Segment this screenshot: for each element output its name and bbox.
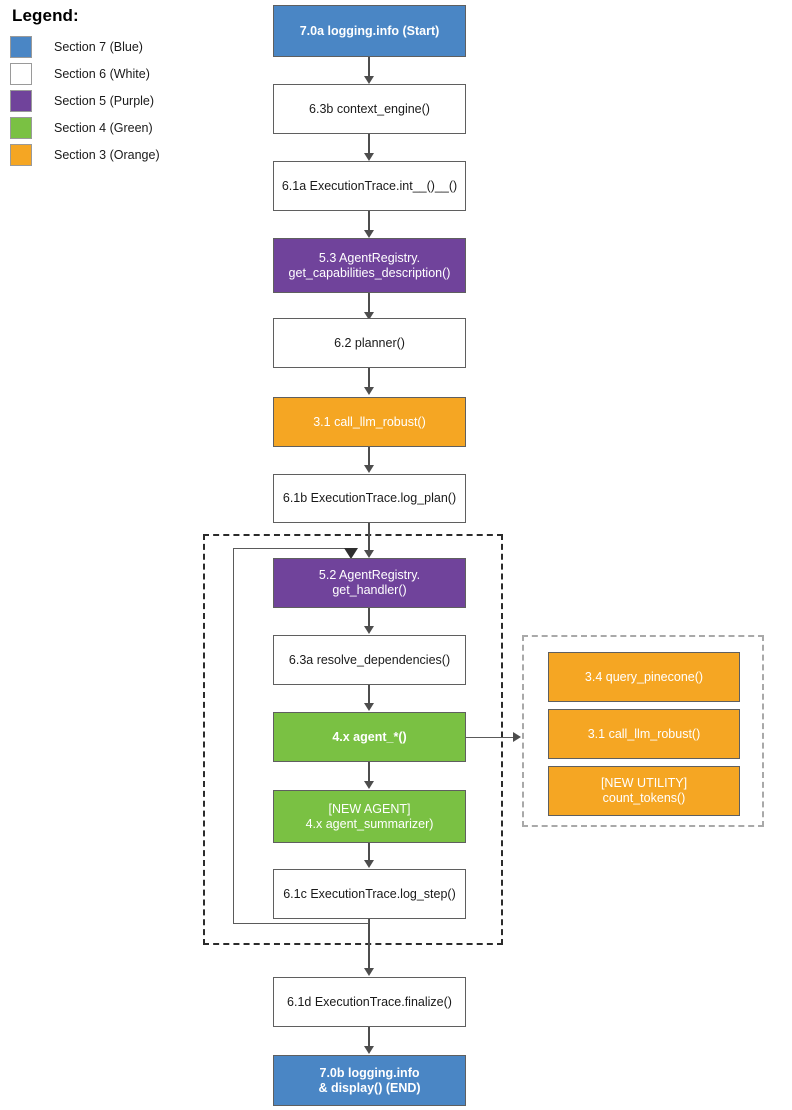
node-agent-summarizer[interactable]: [NEW AGENT] 4.x agent_summarizer) — [273, 790, 466, 843]
arrowhead-llm — [364, 387, 374, 395]
node-resolve-dependencies[interactable]: 6.3a resolve_dependencies() — [273, 635, 466, 685]
arrowhead-planner — [364, 312, 374, 320]
node-count-tokens[interactable]: [NEW UTILITY] count_tokens() — [548, 766, 740, 816]
node-call-llm-robust-primary-label: 3.1 call_llm_robust() — [313, 414, 426, 429]
legend-item-section-6: Section 6 (White) — [10, 60, 240, 87]
loopback-segment-bottom — [233, 923, 369, 924]
node-agent-star-label: 4.x agent_*() — [332, 729, 407, 744]
legend-label-section-6: Section 6 (White) — [54, 66, 150, 81]
node-execution-trace-init-label: 6.1a ExecutionTrace.int__()__() — [281, 178, 458, 193]
arrowhead-finalize — [364, 968, 374, 976]
node-agent-registry-capabilities[interactable]: 5.3 AgentRegistry. get_capabilities_desc… — [273, 238, 466, 293]
node-execution-trace-init[interactable]: 6.1a ExecutionTrace.int__()__() — [273, 161, 466, 211]
legend-swatch-purple — [10, 89, 32, 112]
node-start-label: 7.0a logging.info (Start) — [299, 23, 440, 38]
node-agent-registry-get-handler[interactable]: 5.2 AgentRegistry. get_handler() — [273, 558, 466, 608]
edge-caps-to-planner — [368, 293, 370, 315]
node-resolve-dependencies-label: 6.3a resolve_dependencies() — [288, 652, 451, 667]
edge-logstep-to-finalize — [368, 919, 370, 969]
loop-group-boundary — [203, 534, 503, 945]
arrowhead-end — [364, 1046, 374, 1054]
node-call-llm-robust-primary[interactable]: 3.1 call_llm_robust() — [273, 397, 466, 447]
arrowhead-init — [364, 153, 374, 161]
edge-llm-to-logplan — [368, 447, 370, 467]
node-count-tokens-label: [NEW UTILITY] count_tokens() — [600, 776, 688, 805]
arrowhead-agent — [364, 703, 374, 711]
legend: Legend: Section 7 (Blue) Section 6 (Whit… — [10, 6, 240, 168]
node-context-engine-label: 6.3b context_engine() — [309, 101, 430, 116]
arrowhead-summarizer — [364, 781, 374, 789]
node-call-llm-robust-tool-label: 3.1 call_llm_robust() — [587, 726, 701, 741]
node-agent-star[interactable]: 4.x agent_*() — [273, 712, 466, 762]
legend-label-section-5: Section 5 (Purple) — [54, 93, 155, 108]
arrowhead-resolvedeps — [364, 626, 374, 634]
node-start[interactable]: 7.0a logging.info (Start) — [273, 5, 466, 57]
loopback-segment-top — [233, 548, 351, 549]
edge-resolvedeps-to-agent — [368, 685, 370, 704]
node-agent-summarizer-label: [NEW AGENT] 4.x agent_summarizer) — [305, 801, 434, 831]
node-execution-trace-finalize-label: 6.1d ExecutionTrace.finalize() — [287, 994, 452, 1009]
node-execution-trace-log-plan-label: 6.1b ExecutionTrace.log_plan() — [282, 491, 457, 505]
node-planner-label: 6.2 planner() — [334, 335, 405, 350]
arrowhead-logstep — [364, 860, 374, 868]
node-agent-registry-get-handler-label: 5.2 AgentRegistry. get_handler() — [318, 568, 421, 597]
node-end[interactable]: 7.0b logging.info & display() (END) — [273, 1055, 466, 1106]
arrowhead-logplan — [364, 465, 374, 473]
node-query-pinecone-label: 3.4 query_pinecone() — [584, 669, 704, 684]
loopback-segment-down — [368, 919, 369, 924]
arrowhead-gethandler — [364, 550, 374, 558]
edge-logplan-to-gethandler — [368, 523, 370, 553]
arrowhead-loopback — [344, 548, 358, 559]
tools-group-boundary — [522, 635, 764, 827]
legend-item-section-7: Section 7 (Blue) — [10, 33, 240, 60]
legend-title: Legend: — [12, 6, 79, 25]
legend-swatch-orange — [10, 143, 32, 166]
legend-label-section-7: Section 7 (Blue) — [54, 39, 143, 54]
node-execution-trace-log-step-label: 6.1c ExecutionTrace.log_step() — [283, 886, 456, 901]
node-execution-trace-log-plan[interactable]: 6.1b ExecutionTrace.log_plan() — [273, 474, 466, 523]
legend-swatch-white — [10, 62, 32, 85]
arrowhead-caps — [364, 230, 374, 238]
edge-gethandler-to-resolvedeps — [368, 608, 370, 627]
node-execution-trace-finalize[interactable]: 6.1d ExecutionTrace.finalize() — [273, 977, 466, 1027]
node-call-llm-robust-tool[interactable]: 3.1 call_llm_robust() — [548, 709, 740, 759]
node-planner[interactable]: 6.2 planner() — [273, 318, 466, 368]
node-context-engine[interactable]: 6.3b context_engine() — [273, 84, 466, 134]
legend-item-section-5: Section 5 (Purple) — [10, 87, 240, 114]
edge-context-to-init — [368, 134, 370, 156]
edge-agent-to-tools — [466, 737, 514, 738]
legend-label-section-3: Section 3 (Orange) — [54, 147, 160, 162]
node-agent-registry-capabilities-label: 5.3 AgentRegistry. get_capabilities_desc… — [288, 250, 451, 280]
arrowhead-context — [364, 76, 374, 84]
legend-item-section-4: Section 4 (Green) — [10, 114, 240, 141]
edge-init-to-caps — [368, 211, 370, 233]
legend-item-section-3: Section 3 (Orange) — [10, 141, 240, 168]
edge-summarizer-to-logstep — [368, 843, 370, 861]
node-end-label: 7.0b logging.info & display() (END) — [318, 1065, 421, 1095]
arrowhead-tools — [513, 732, 521, 742]
node-execution-trace-log-step[interactable]: 6.1c ExecutionTrace.log_step() — [273, 869, 466, 919]
node-query-pinecone[interactable]: 3.4 query_pinecone() — [548, 652, 740, 702]
edge-planner-to-llm — [368, 368, 370, 390]
legend-label-section-4: Section 4 (Green) — [54, 120, 153, 135]
legend-swatch-blue — [10, 35, 32, 58]
edge-agent-to-summarizer — [368, 762, 370, 782]
edge-start-to-context — [368, 57, 370, 79]
edge-finalize-to-end — [368, 1027, 370, 1047]
legend-swatch-green — [10, 116, 32, 139]
loopback-segment-left — [233, 548, 234, 924]
